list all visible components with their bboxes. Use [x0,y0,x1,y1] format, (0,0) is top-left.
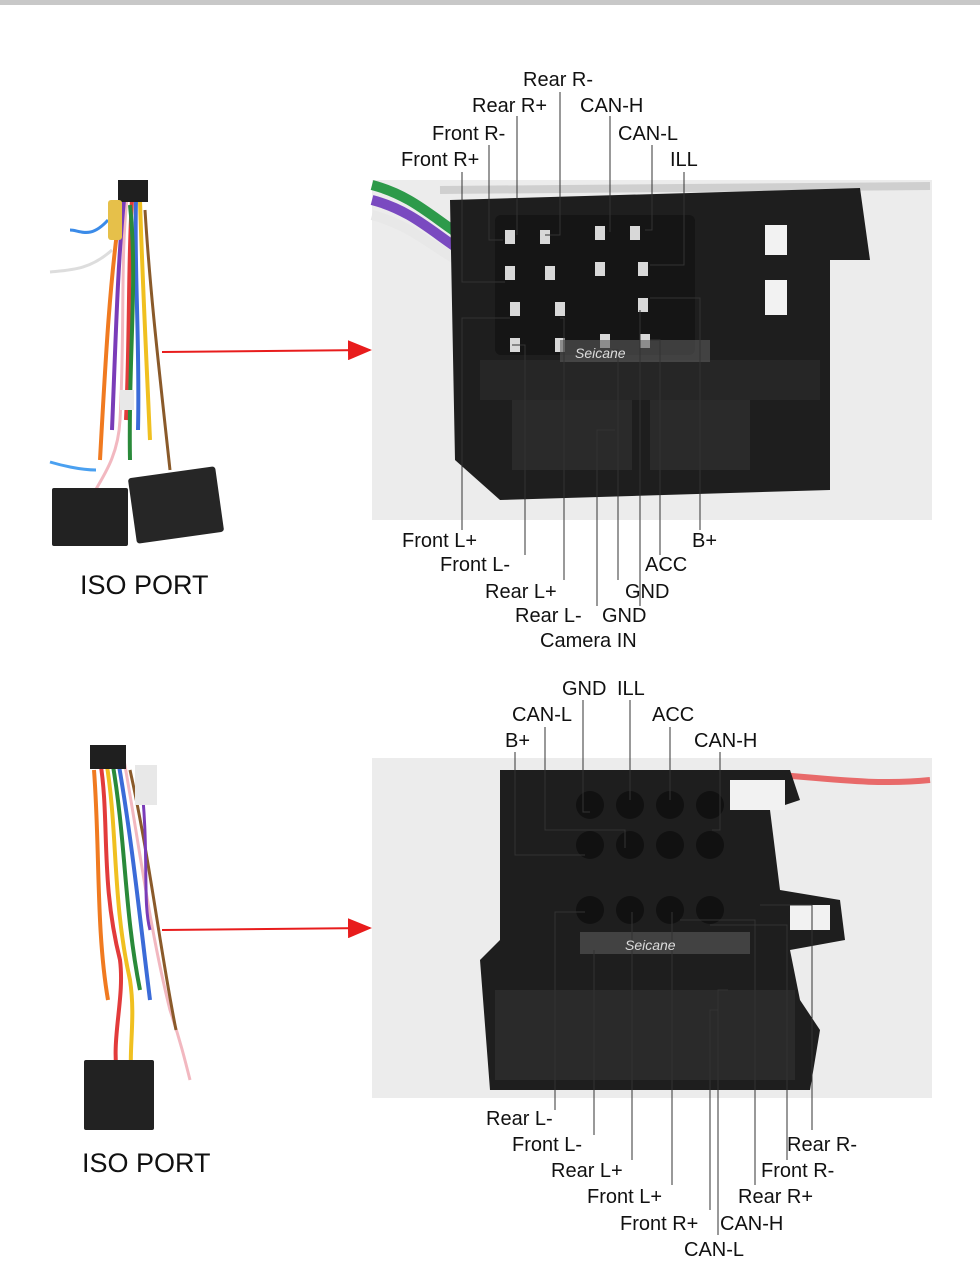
watermark: Seicane [625,937,676,953]
pin-label-rear-r-plus: Rear R+ [472,95,548,117]
pin-label-front-r-plus: Front R+ [401,149,480,171]
pin-label-rear-r-minus: Rear R- [787,1134,858,1156]
pin-label-front-r-plus: Front R+ [620,1213,699,1235]
pin-label-b-plus: B+ [505,730,531,752]
pin-label-can-l: CAN-L [512,704,573,726]
pin-label-gnd: GND [625,581,670,603]
pin-label-rear-l-plus: Rear L+ [551,1160,623,1182]
wiring-harness-1 [49,180,224,546]
connector-photo-1 [370,180,932,520]
pin-label-front-r-minus: Front R- [761,1160,835,1182]
leader-lines-1 [461,92,701,606]
connector-photo-2 [372,758,932,1098]
pin-label-rear-l-plus: Rear L+ [485,581,557,603]
pin-label-front-l-plus: Front L+ [587,1186,663,1208]
pin-label-rear-l-minus: Rear L- [486,1108,553,1130]
pin-label-rear-l-minus: Rear L- [515,605,582,627]
pointer-arrow-1 [161,340,372,361]
pin-label-b-plus: B+ [692,530,718,552]
pin-label-ill: ILL [670,149,698,171]
leader-lines-2 [514,700,813,1235]
pin-label-camera-in: Camera IN [540,630,637,652]
watermark: Seicane [575,345,626,361]
pin-label-front-r-minus: Front R- [432,123,506,145]
wiring-harness-2 [84,745,192,1130]
pin-label-front-l-minus: Front L- [440,554,511,576]
top-divider [0,0,980,5]
pointer-arrow-2 [161,918,372,939]
pin-label-rear-r-plus: Rear R+ [738,1186,814,1208]
iso-port-label: ISO PORT [80,570,209,600]
pin-label-front-l-minus: Front L- [512,1134,583,1156]
pin-label-can-l: CAN-L [684,1239,745,1261]
pin-label-can-h: CAN-H [720,1213,784,1235]
pin-label-gnd: GND [602,605,647,627]
iso-port-label: ISO PORT [82,1148,211,1178]
pin-label-rear-r-minus: Rear R- [523,69,594,91]
pin-label-front-l-plus: Front L+ [402,530,478,552]
pin-label-can-h: CAN-H [694,730,758,752]
pin-label-can-h: CAN-H [580,95,644,117]
pin-label-gnd: GND [562,678,607,700]
pin-label-acc: ACC [652,704,695,726]
pin-label-can-l: CAN-L [618,123,679,145]
pin-label-acc: ACC [645,554,688,576]
pin-label-ill: ILL [617,678,645,700]
